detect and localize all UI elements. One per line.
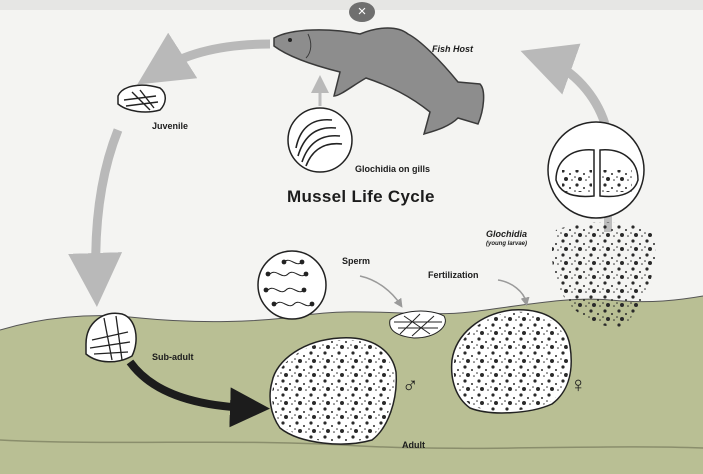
fish-eye — [288, 38, 292, 42]
label-sub-adult: Sub-adult — [152, 352, 194, 362]
arrow-glochidia-to-fish — [546, 60, 605, 124]
arrow-fertilization — [498, 280, 526, 302]
diagram-title: Mussel Life Cycle — [287, 187, 435, 207]
close-icon[interactable]: × — [349, 2, 375, 22]
arrow-fish-to-juvenile — [160, 44, 270, 70]
label-glochidia-on-gills: Glochidia on gills — [355, 164, 430, 174]
label-young-larvae: (young larvae) — [486, 241, 527, 247]
male-symbol: ♂ — [402, 372, 419, 398]
juvenile-shell — [118, 85, 165, 112]
label-juvenile: Juvenile — [152, 121, 188, 131]
female-symbol: ♀ — [570, 372, 587, 398]
label-adult: Adult — [402, 440, 425, 450]
label-fertilization: Fertilization — [428, 270, 479, 280]
glochidia-dots-right — [602, 170, 632, 192]
glochidia-dots-left — [562, 170, 592, 192]
label-fish-host: Fish Host — [432, 44, 473, 54]
label-glochidia: Glochidia — [486, 229, 527, 239]
arrow-sperm-to-cluster — [360, 276, 400, 304]
arrow-juvenile-to-subadult — [96, 130, 118, 280]
label-sperm: Sperm — [342, 256, 370, 266]
